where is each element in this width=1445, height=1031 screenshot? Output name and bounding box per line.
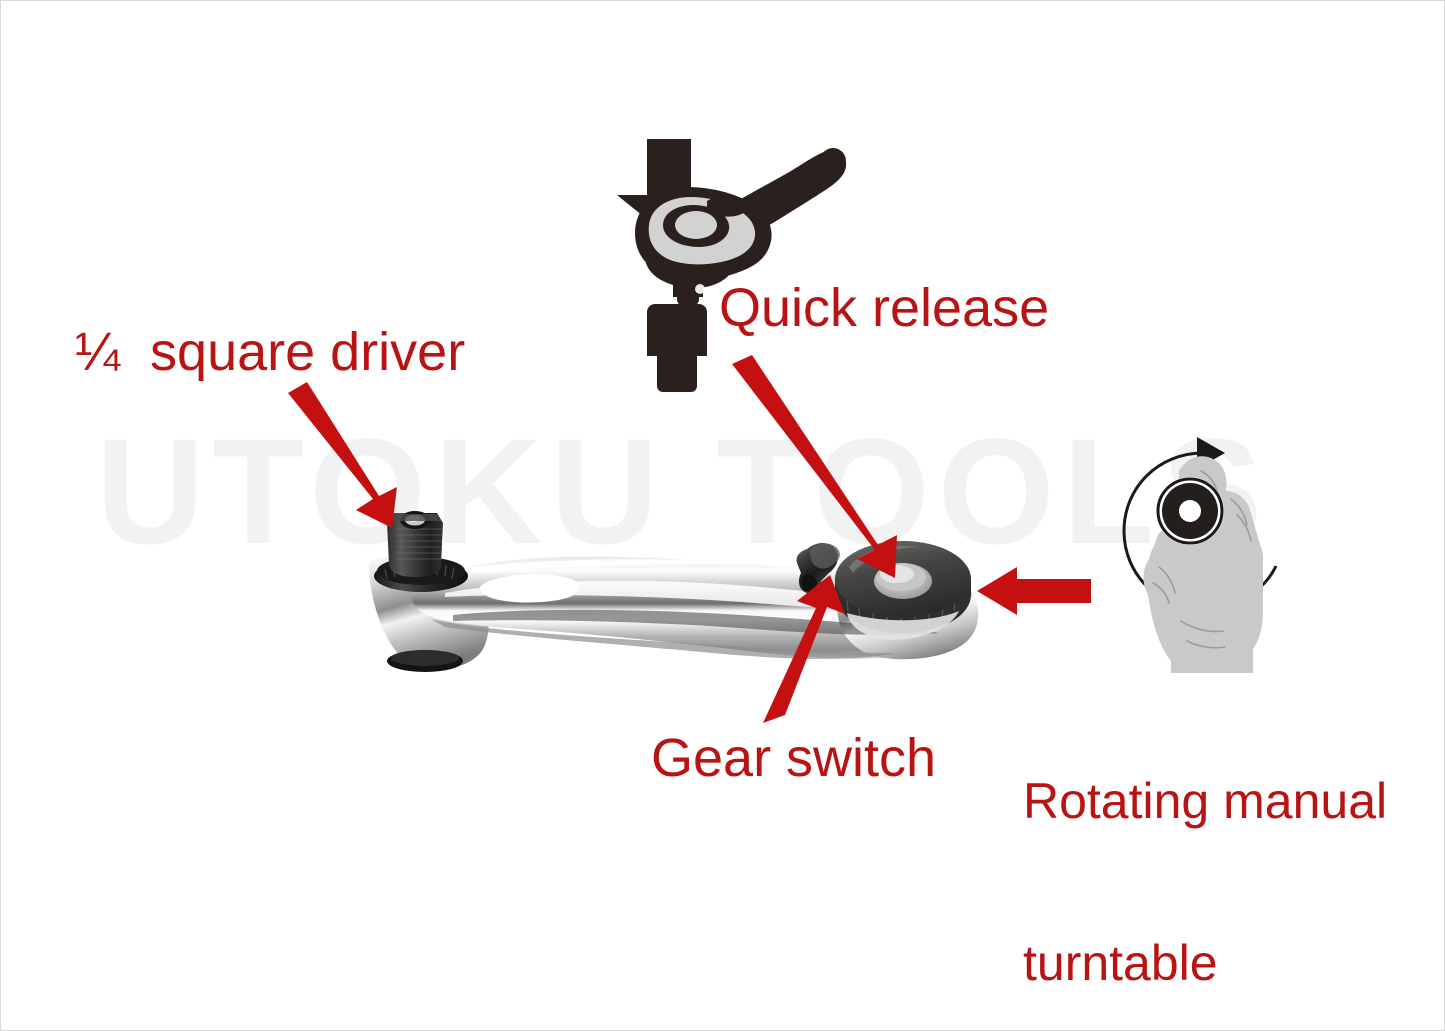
label-turntable-line1: Rotating manual xyxy=(1023,773,1388,829)
arrow-quick-release xyxy=(732,355,897,578)
arrow-gear-switch xyxy=(763,575,845,723)
brand-watermark: UTOKU TOOLS xyxy=(96,407,1271,575)
ratchet-head-icon xyxy=(635,148,847,308)
label-quick-release: Quick release xyxy=(719,278,1050,338)
turntable-ring-illustration xyxy=(1156,477,1224,545)
hand-shape xyxy=(1143,456,1263,673)
quick-release-illustration xyxy=(617,139,847,392)
gear-switch-part xyxy=(796,543,840,594)
arrow-turntable xyxy=(977,567,1091,615)
socket-icon xyxy=(647,304,707,392)
label-gear-switch: Gear switch xyxy=(651,728,937,788)
arrow-square-driver xyxy=(288,382,397,528)
label-rotating-manual-turntable: Rotating manual turntable xyxy=(1023,666,1388,1030)
hand-rotating-turntable-icon xyxy=(1122,437,1278,673)
label-turntable-line2: turntable xyxy=(1023,935,1218,991)
label-square-driver: ¼ square driver xyxy=(75,322,466,382)
